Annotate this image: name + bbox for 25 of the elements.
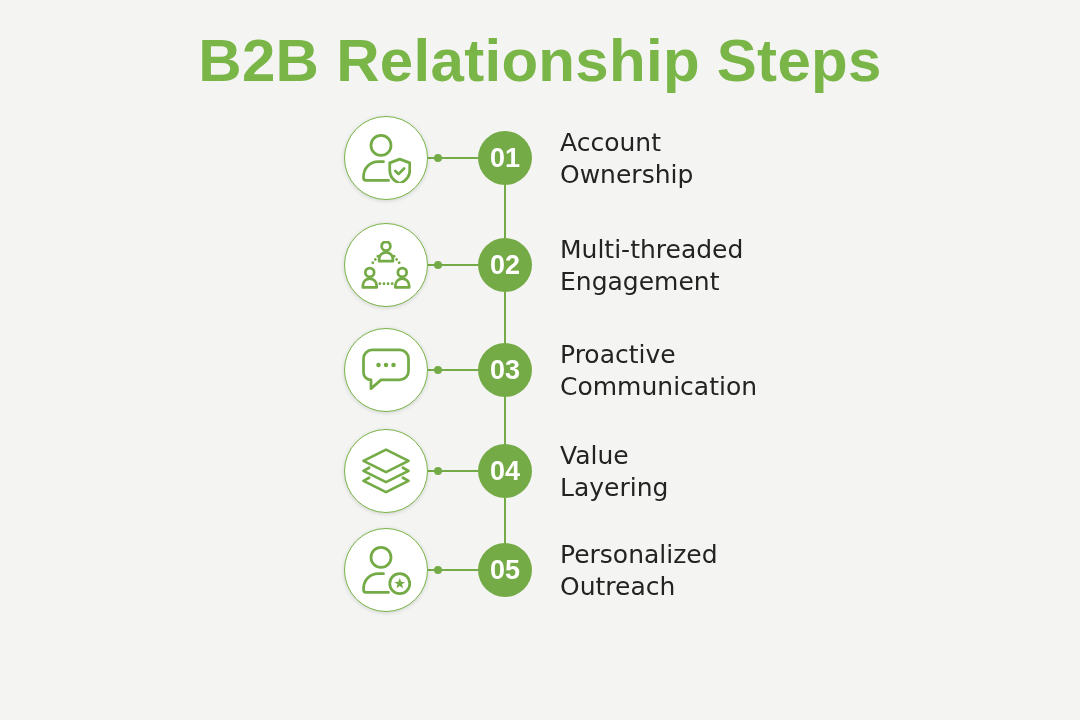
connector-line: [504, 184, 506, 239]
icon-circle: [344, 528, 428, 612]
step-label: Value Layering: [560, 440, 670, 504]
connector-line: [427, 366, 479, 374]
step-label: Multi-threaded Engagement: [560, 234, 745, 298]
step-label: Proactive Communication: [560, 339, 759, 403]
connector-line: [427, 566, 479, 574]
connector-line: [427, 467, 479, 475]
connector-line: [504, 291, 506, 344]
icon-circle: [344, 328, 428, 412]
step-number-circle: 04: [478, 444, 532, 498]
step-number-circle: 03: [478, 343, 532, 397]
icon-circle: [344, 116, 428, 200]
step-number-circle: 01: [478, 131, 532, 185]
connector-line: [504, 396, 506, 445]
title: B2B Relationship Steps: [198, 26, 882, 96]
step-label: Account Ownership: [560, 127, 695, 191]
step-label: Personalized Outreach: [560, 539, 719, 603]
icon-circle: [344, 223, 428, 307]
step-number-circle: 02: [478, 238, 532, 292]
step-number-circle: 05: [478, 543, 532, 597]
connector-line: [427, 261, 479, 269]
connector-line: [427, 154, 479, 162]
connector-line: [504, 497, 506, 544]
icon-circle: [344, 429, 428, 513]
